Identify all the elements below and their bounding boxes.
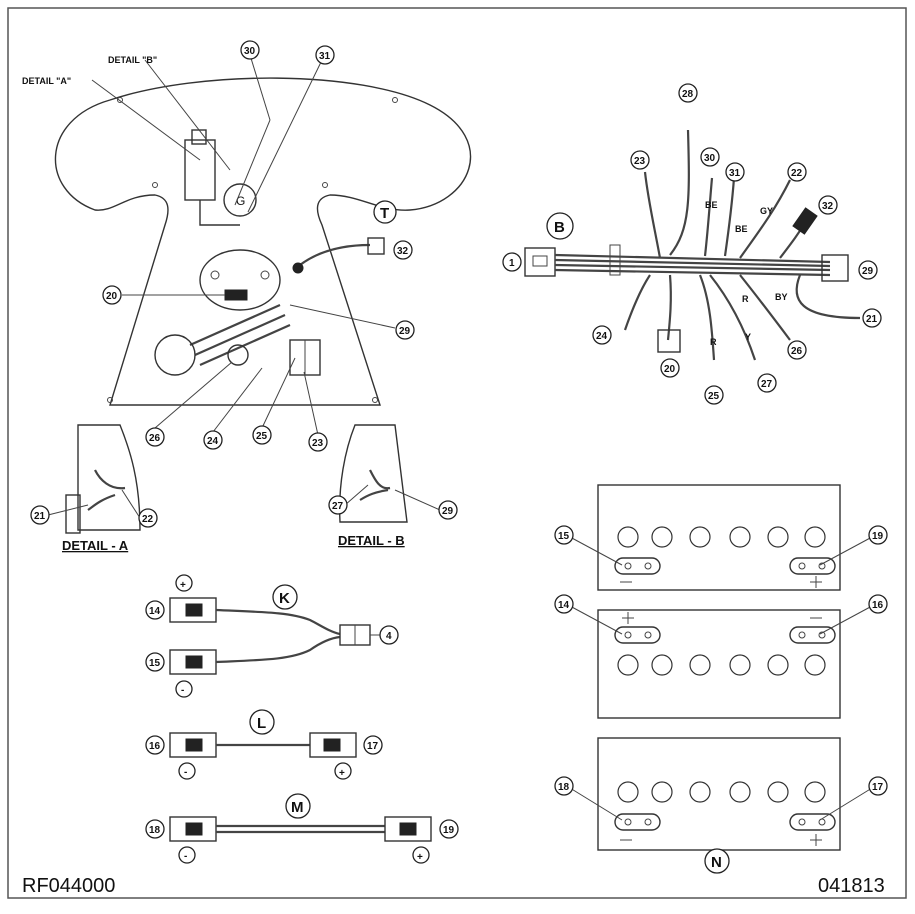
- view-n-label: N: [711, 854, 722, 871]
- view-m-marker: [285, 793, 311, 819]
- wire-color-label: BE: [735, 224, 748, 234]
- callout: 26: [149, 433, 161, 444]
- callout: 21: [866, 314, 878, 325]
- view-t-label: T: [380, 205, 389, 222]
- callout: 31: [319, 51, 331, 62]
- callout: 14: [149, 606, 161, 617]
- wire-color-label: Y: [745, 332, 751, 342]
- batteries-n-view: [569, 484, 873, 851]
- plus-symbol: +: [180, 580, 186, 591]
- callout: 31: [729, 168, 741, 179]
- view-k-marker: [272, 584, 298, 610]
- wire-color-label: R: [742, 294, 749, 304]
- callout: 20: [106, 291, 118, 302]
- view-l-marker: [249, 709, 275, 735]
- callout: 15: [558, 531, 570, 542]
- callout: 16: [872, 600, 884, 611]
- dash-panel-view: G: [54, 54, 472, 436]
- plus-symbol: +: [339, 768, 345, 779]
- callout: 23: [634, 156, 646, 167]
- callout: 20: [664, 364, 676, 375]
- wire-color-label: R: [710, 337, 717, 347]
- plus-symbol: +: [417, 852, 423, 863]
- detail-b-title: DETAIL - B: [338, 533, 405, 548]
- callout: 14: [558, 600, 570, 611]
- callout: 30: [244, 46, 256, 57]
- callout: 29: [862, 266, 874, 277]
- dash-panel-outline: [54, 77, 472, 406]
- harness-wire-color-labels: BE BE GY R BY R Y: [705, 200, 788, 347]
- module-connector: [224, 289, 248, 301]
- wire-color-label: BE: [705, 200, 718, 210]
- svg-text:G: G: [236, 194, 245, 208]
- callout: 24: [207, 436, 219, 447]
- callout: 18: [149, 825, 161, 836]
- figure-number: 041813: [818, 875, 885, 897]
- minus-symbol: -: [184, 851, 187, 862]
- callout: 22: [791, 168, 803, 179]
- view-b-marker: [546, 212, 574, 240]
- diagram-border: [7, 7, 907, 899]
- callout: 32: [397, 246, 409, 257]
- callout: 4: [386, 631, 392, 642]
- panel-callouts: 30 31 32 20 29 26 24 25 23: [102, 40, 415, 452]
- callout: 24: [596, 331, 608, 342]
- callout: 28: [682, 89, 694, 100]
- harness-callouts: 1 28 23 30 31 22 32 29 21 24 20 25 26 27: [502, 83, 882, 405]
- callout: 23: [312, 438, 324, 449]
- view-n-marker: [704, 848, 730, 874]
- callout: 29: [399, 326, 411, 337]
- detail-a-view: [47, 424, 141, 534]
- wire-color-label: BY: [775, 292, 788, 302]
- reference-code: RF044000: [22, 875, 115, 897]
- callout: 27: [332, 501, 344, 512]
- battery-2: [597, 609, 841, 719]
- callout: 30: [704, 153, 716, 164]
- minus-symbol: -: [184, 767, 187, 778]
- detail-b-ref-label: DETAIL "B": [108, 55, 157, 65]
- callout: 19: [443, 825, 455, 836]
- callout: 18: [558, 782, 570, 793]
- callout: 29: [442, 506, 454, 517]
- callout: 19: [872, 531, 884, 542]
- callout: 17: [872, 782, 884, 793]
- view-b-label: B: [554, 219, 565, 236]
- view-t-marker: [373, 200, 397, 224]
- callout: 32: [822, 201, 834, 212]
- callout: 22: [142, 514, 154, 525]
- detail-a-title: DETAIL - A: [62, 538, 129, 553]
- view-l-label: L: [257, 715, 266, 732]
- battery-3: [597, 737, 841, 851]
- battery-callouts: 15 19 14 16 18 17: [554, 525, 888, 796]
- callout: 16: [149, 741, 161, 752]
- callout: 1: [509, 258, 515, 269]
- cable-k-view: [169, 597, 380, 675]
- harness-main-connector: [524, 247, 556, 277]
- callout: 17: [367, 741, 379, 752]
- view-m-label: M: [291, 799, 304, 816]
- battery-1: [597, 484, 841, 591]
- callout: 25: [708, 391, 720, 402]
- callout: 21: [34, 511, 46, 522]
- cable-l-view: [169, 732, 357, 758]
- wire-color-label: GY: [760, 206, 773, 216]
- ground-terminal: [292, 262, 304, 274]
- cable-m-view: [169, 816, 432, 842]
- callout: 26: [791, 346, 803, 357]
- view-k-label: K: [279, 590, 290, 607]
- callout: 15: [149, 658, 161, 669]
- detail-b-view: [338, 424, 441, 523]
- minus-symbol: -: [181, 685, 184, 696]
- harness-b-view: [524, 129, 861, 361]
- callout: 25: [256, 431, 268, 442]
- detail-a-ref-label: DETAIL "A": [22, 76, 71, 86]
- callout: 27: [761, 379, 773, 390]
